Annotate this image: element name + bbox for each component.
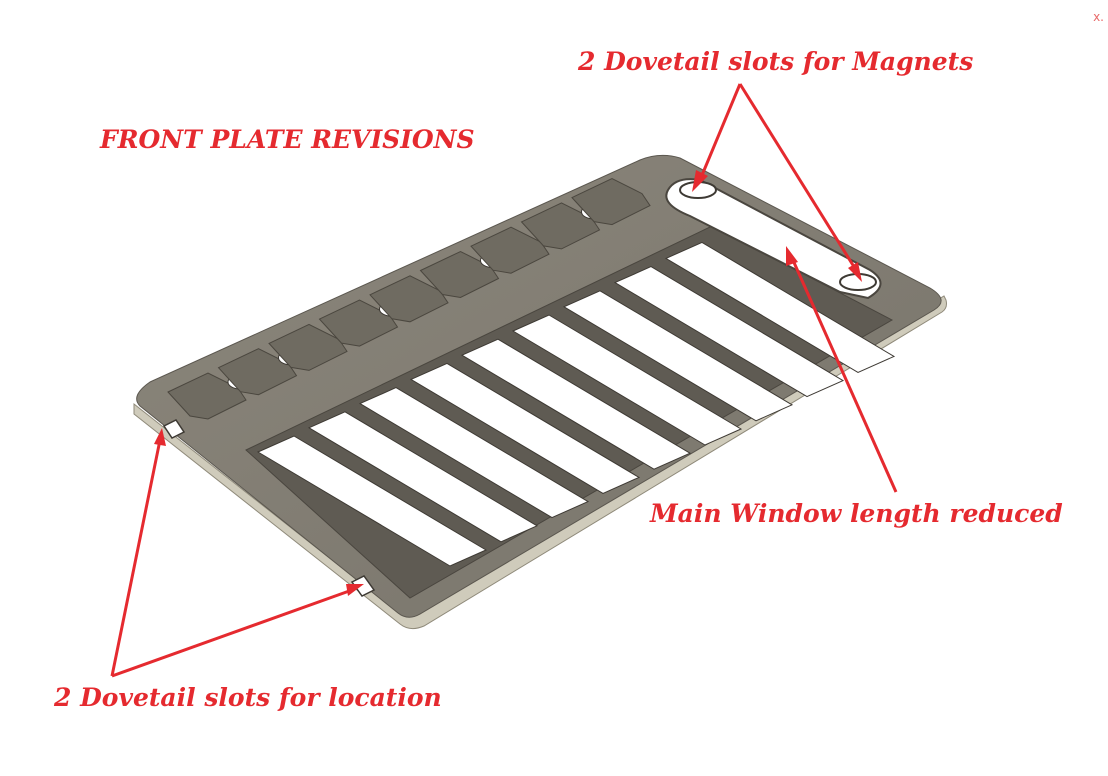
window-slot xyxy=(358,387,590,519)
arrow-location-top xyxy=(110,439,162,677)
window-slot xyxy=(307,411,539,543)
recess-pad xyxy=(318,299,399,347)
arrow-magnets-left xyxy=(698,83,742,181)
recess-pad xyxy=(167,372,247,420)
recess-pad xyxy=(470,226,550,274)
recess-pad xyxy=(217,348,298,396)
label-magnets: 2 Dovetail slots for Magnets xyxy=(577,47,973,76)
arrow-location-top-head xyxy=(154,428,166,446)
window-slot xyxy=(409,362,641,494)
window-slot xyxy=(562,290,794,422)
recess-pad xyxy=(369,275,449,323)
annotation-arrows xyxy=(110,83,898,678)
location-notch-1 xyxy=(162,419,186,439)
window-slots xyxy=(256,241,896,567)
window-slot xyxy=(511,314,743,446)
arrow-magnets-right xyxy=(738,83,858,271)
pad-row xyxy=(167,178,651,420)
arrow-magnets-right-head xyxy=(848,262,862,282)
close-icon[interactable]: x. xyxy=(1093,10,1104,24)
recess-pad xyxy=(419,250,500,299)
arrow-location-bottom-head xyxy=(346,584,364,596)
arrow-window xyxy=(790,257,898,493)
label-location: 2 Dovetail slots for location xyxy=(53,683,442,712)
label-window: Main Window length reduced xyxy=(649,499,1063,528)
arrow-location-bottom xyxy=(111,588,353,678)
arrow-magnets-left-head xyxy=(692,170,708,192)
arrow-window-head xyxy=(786,246,798,266)
window-slot xyxy=(613,266,845,398)
recess-pad xyxy=(571,178,651,226)
recess-pad xyxy=(520,202,601,250)
recess-pad xyxy=(268,323,348,371)
window-slot xyxy=(256,435,488,567)
main-window xyxy=(245,225,896,599)
magnet-window-frame xyxy=(665,178,882,300)
magnet-window xyxy=(665,178,882,300)
window-slot xyxy=(664,241,896,373)
window-slot xyxy=(460,338,692,470)
location-notch-2 xyxy=(350,575,376,597)
label-title: FRONT PLATE REVISIONS xyxy=(99,125,475,154)
